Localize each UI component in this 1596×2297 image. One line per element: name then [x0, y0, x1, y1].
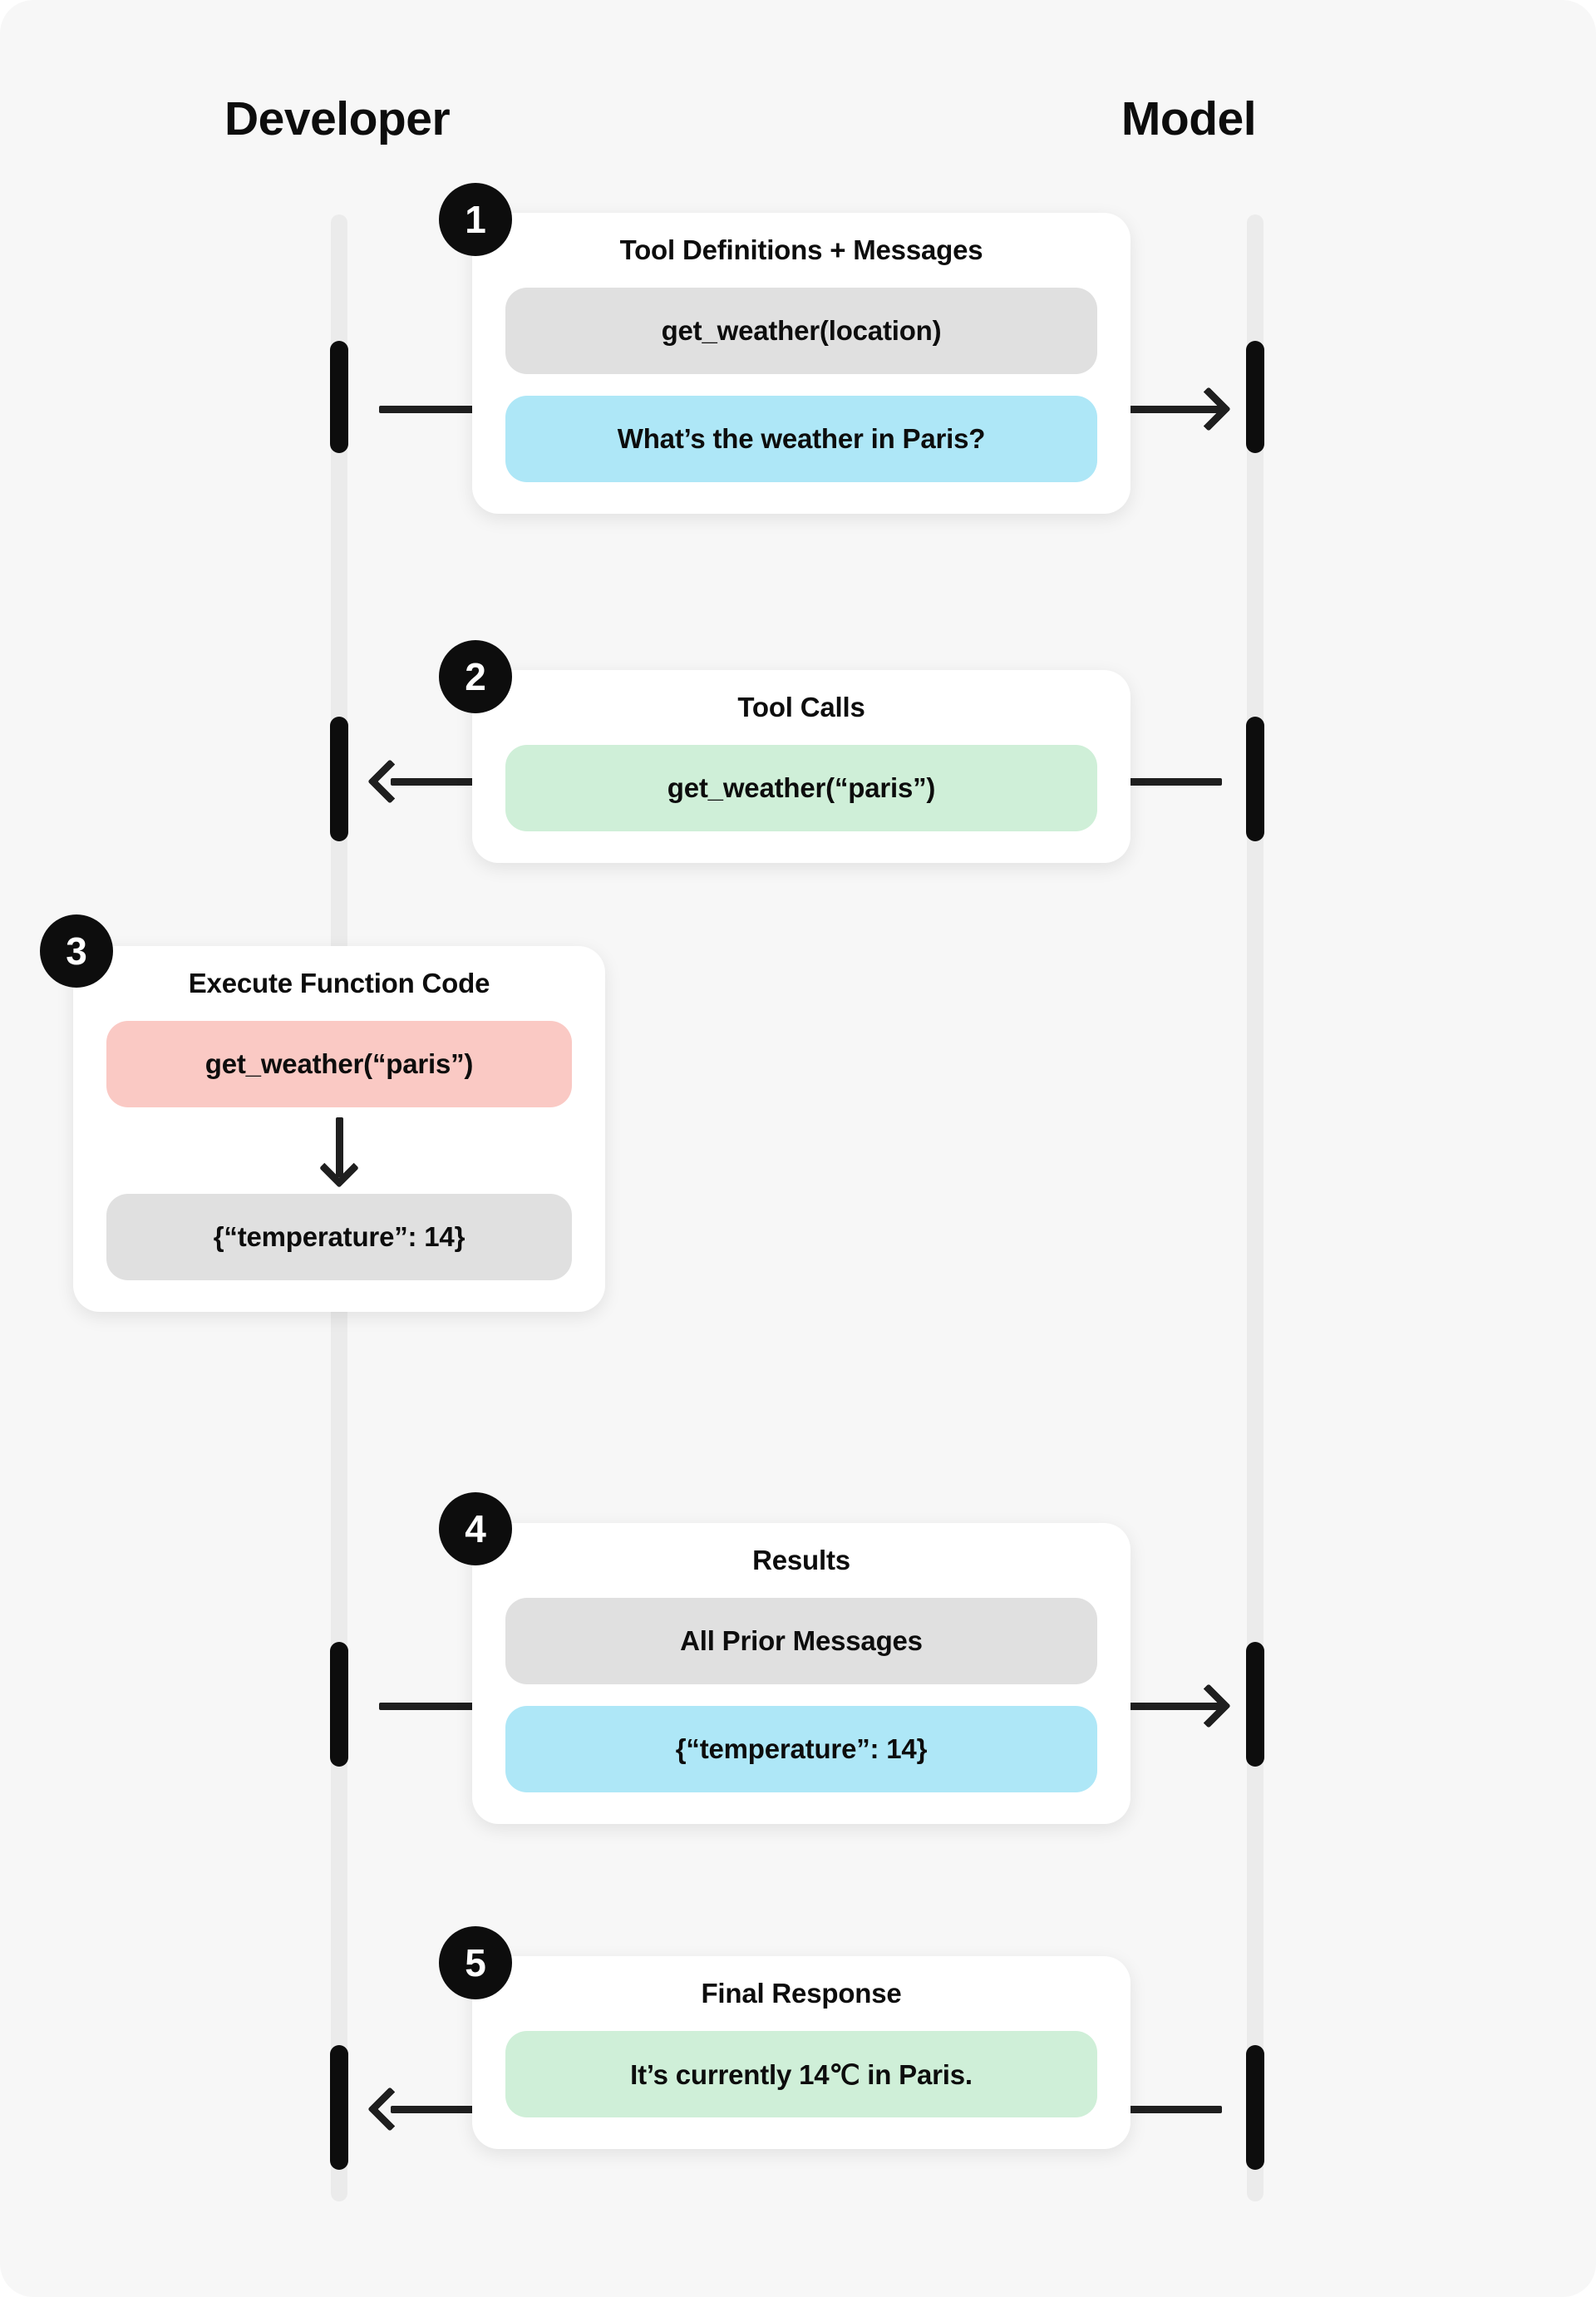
- down-arrow-head: [318, 1147, 360, 1189]
- connector-step2-right: [1129, 778, 1222, 786]
- activation-bar-model-step5: [1246, 2045, 1264, 2170]
- activation-bar-developer-step2: [330, 717, 348, 841]
- connector-step5-right: [1129, 2106, 1222, 2113]
- step-badge-5: 5: [439, 1926, 512, 1999]
- step-card-2: Tool Calls get_weather(“paris”): [472, 670, 1130, 863]
- step-card-1-pill-2: What’s the weather in Paris?: [505, 396, 1097, 482]
- connector-step1-right: [1129, 406, 1222, 413]
- step-card-3: Execute Function Code get_weather(“paris…: [73, 946, 605, 1312]
- activation-bar-model-step4: [1246, 1642, 1264, 1767]
- activation-bar-model-step1: [1246, 341, 1264, 453]
- arrow-head-right-step4: [1186, 1683, 1231, 1728]
- step-card-4-pill-1: All Prior Messages: [505, 1598, 1097, 1684]
- activation-bar-developer-step4: [330, 1642, 348, 1767]
- step-card-4: Results All Prior Messages {“temperature…: [472, 1523, 1130, 1824]
- step-card-5-pill-1: It’s currently 14℃ in Paris.: [505, 2031, 1097, 2117]
- step-card-5: Final Response It’s currently 14℃ in Par…: [472, 1956, 1130, 2149]
- column-header-model: Model: [1121, 92, 1257, 145]
- step-card-1-pill-1: get_weather(location): [505, 288, 1097, 374]
- activation-bar-developer-step5: [330, 2045, 348, 2170]
- connector-step4-left: [379, 1703, 480, 1710]
- step-card-2-pill-1: get_weather(“paris”): [505, 745, 1097, 831]
- step-badge-3: 3: [40, 914, 113, 988]
- step-card-1-title: Tool Definitions + Messages: [619, 234, 983, 265]
- activation-bar-developer-step1: [330, 341, 348, 453]
- step-card-3-pill-1: get_weather(“paris”): [106, 1021, 572, 1107]
- lifeline-model: [1247, 214, 1264, 2201]
- step-card-3-title: Execute Function Code: [188, 968, 490, 998]
- step-badge-4: 4: [439, 1492, 512, 1565]
- arrow-head-right-step1: [1186, 387, 1231, 431]
- activation-bar-model-step2: [1246, 717, 1264, 841]
- step-badge-1: 1: [439, 183, 512, 256]
- arrow-head-left-step5: [367, 2087, 412, 2132]
- step-badge-2: 2: [439, 640, 512, 713]
- connector-step1-left: [379, 406, 480, 413]
- step-card-4-pill-2: {“temperature”: 14}: [505, 1706, 1097, 1792]
- down-arrow-shaft: [335, 1117, 343, 1177]
- arrow-head-left-step2: [367, 759, 412, 804]
- step-card-4-title: Results: [752, 1545, 850, 1575]
- connector-step4-right: [1129, 1703, 1222, 1710]
- connector-step5-left: [391, 2106, 480, 2113]
- step-card-1: Tool Definitions + Messages get_weather(…: [472, 213, 1130, 514]
- step-card-3-pill-2: {“temperature”: 14}: [106, 1194, 572, 1280]
- step-card-2-title: Tool Calls: [737, 692, 865, 722]
- down-arrow-icon: [106, 1107, 572, 1194]
- connector-step2-left: [391, 778, 480, 786]
- step-card-5-title: Final Response: [701, 1978, 902, 2009]
- column-header-developer: Developer: [224, 92, 451, 145]
